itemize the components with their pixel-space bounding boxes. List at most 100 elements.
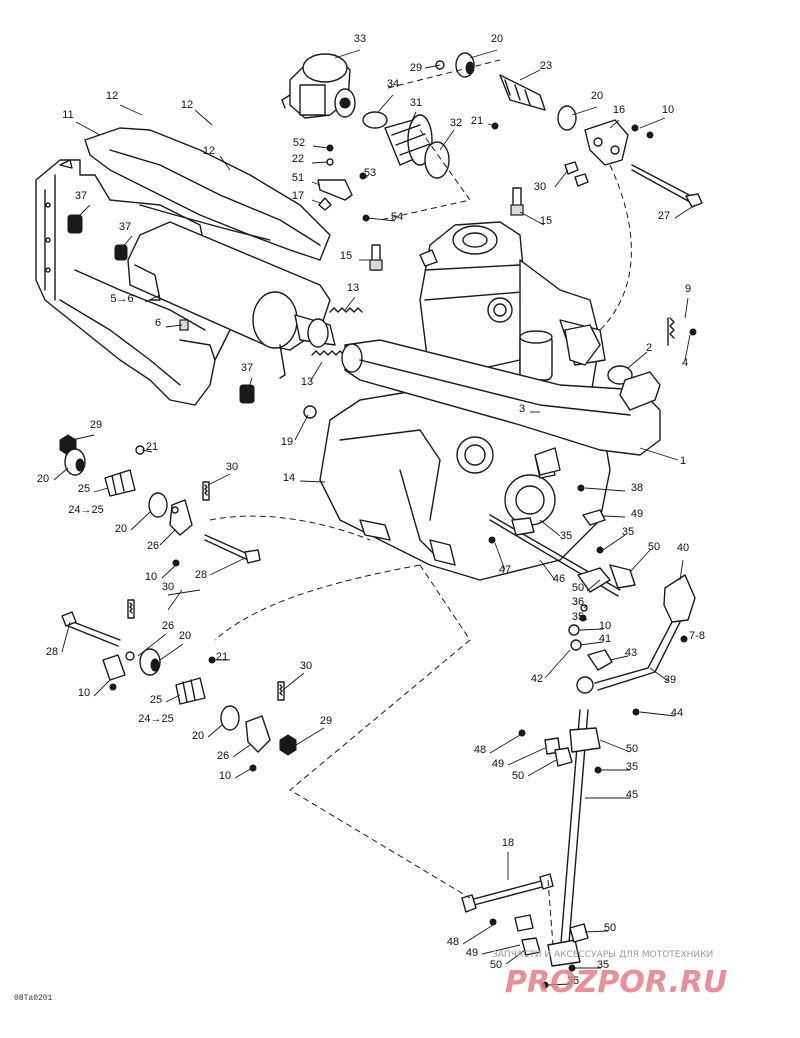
shift-lever (568, 574, 696, 716)
callout-label: 18 (502, 837, 514, 849)
callout-label: 13 (347, 282, 359, 294)
callout-label: 37 (119, 221, 131, 233)
bolt (419, 161, 589, 267)
long-bolt (631, 164, 703, 208)
callout-label: 30 (226, 461, 238, 473)
callout-label: 16 (613, 104, 625, 116)
callout-label: 20 (179, 630, 191, 642)
callout-label: 17 (292, 190, 304, 202)
callout-label: 21 (216, 651, 228, 663)
callout-label: 20 (37, 473, 49, 485)
callout-label: 22 (292, 153, 304, 165)
callout-label: 28 (46, 646, 58, 658)
callout-label: 47 (499, 564, 511, 576)
callout-label: 53 (364, 167, 376, 179)
watermark-logo: PROZPOR.RU (505, 965, 727, 1000)
callout-label: 43 (625, 647, 637, 659)
spark-plug (369, 187, 524, 271)
engine-mount-left-upper (59, 434, 261, 567)
callout-label: 50 (648, 541, 660, 553)
callout-label: 12 (203, 145, 215, 157)
callout-label: 51 (292, 172, 304, 184)
callout-label: 10 (145, 571, 157, 583)
callout-label: 48 (447, 936, 459, 948)
leader-lines (53, 49, 696, 986)
callout-label: 20 (591, 90, 603, 102)
callout-label: 50 (572, 582, 584, 594)
callout-label: 42 (531, 673, 543, 685)
callout-label: 37 (75, 190, 87, 202)
callout-label: 49 (631, 508, 643, 520)
callout-label: 33 (354, 33, 366, 45)
callout-label: 45 (626, 789, 638, 801)
callout-label: 49 (492, 758, 504, 770)
callout-label: 26 (162, 620, 174, 632)
callout-label: 1 (680, 455, 686, 467)
callout-label: 52 (293, 137, 305, 149)
callout-label: 37 (241, 362, 253, 374)
callout-label: 27 (658, 210, 670, 222)
callout-label: 48 (474, 744, 486, 756)
engine (303, 221, 611, 581)
callout-label: 36 (572, 596, 584, 608)
tie-rod (461, 873, 554, 913)
callout-label: 31 (410, 97, 422, 109)
callout-label: 28 (195, 569, 207, 581)
callout-label: 11 (62, 109, 73, 121)
assembly-guides (209, 59, 632, 946)
callout-label: 6 (155, 317, 161, 329)
callout-label: 49 (466, 947, 478, 959)
intake-boot (362, 111, 450, 179)
callout-label: 35 (567, 975, 579, 987)
frame-chassis (35, 159, 231, 406)
callout-label: 19 (281, 436, 293, 448)
callout-label: 50 (490, 959, 502, 971)
callout-label: 34 (387, 78, 399, 90)
rubber-mount (67, 214, 255, 404)
watermark: ЗАПЧАСТИ И АКСЕССУАРЫ ДЛЯ МОТОТЕХНИКИ PR… (492, 950, 727, 1000)
callout-label: 25 (78, 483, 90, 495)
callout-label: 9 (685, 283, 691, 295)
callout-label: 25 (150, 694, 162, 706)
callout-label: 29 (320, 715, 332, 727)
callout-label: 3 (519, 403, 525, 415)
callout-label: 50 (626, 743, 638, 755)
callout-label: 20 (192, 730, 204, 742)
callout-label: 41 (599, 633, 611, 645)
engine-mount-top (435, 52, 577, 131)
carb-bracket (317, 144, 370, 222)
callout-label: 26 (217, 750, 229, 762)
callout-label: 24→25 (138, 713, 173, 725)
callout-label: 30 (300, 660, 312, 672)
callout-label: 30 (162, 581, 174, 593)
callout-label: 44 (671, 707, 683, 719)
callout-label: 14 (283, 472, 295, 484)
engine-mount-left-lower (61, 599, 297, 772)
callout-label: 10 (662, 104, 674, 116)
watermark-tagline: ЗАПЧАСТИ И АКСЕССУАРЫ ДЛЯ МОТОТЕХНИКИ (492, 950, 713, 960)
heat-shield (84, 127, 331, 261)
callout-label: 10 (219, 770, 231, 782)
exhaust-pipe (341, 339, 661, 456)
callout-label: 40 (677, 542, 689, 554)
shift-rod (489, 709, 602, 989)
callout-label: 38 (631, 482, 643, 494)
callout-label: 23 (540, 60, 552, 72)
callout-label: 35 (597, 959, 609, 971)
callout-label: 35 (622, 526, 634, 538)
callout-label: 15 (340, 250, 352, 262)
callout-label: 12 (106, 90, 118, 102)
callout-label: 26 (147, 540, 159, 552)
callout-label: 35 (572, 611, 584, 623)
callout-label: 4 (682, 357, 688, 369)
callout-label: 50 (604, 922, 616, 934)
spring (311, 307, 363, 356)
callout-label: 5→6 (110, 293, 133, 305)
carburetor (281, 53, 356, 119)
callout-label: 12 (181, 99, 193, 111)
callout-label: 20 (491, 33, 503, 45)
callout-label: 29 (410, 62, 422, 74)
callout-label: 7-8 (689, 630, 705, 642)
